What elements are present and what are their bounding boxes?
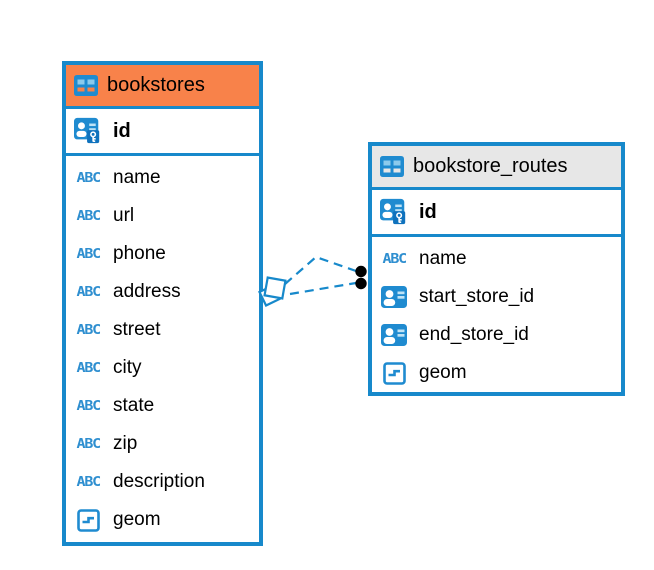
person-key-icon — [376, 198, 412, 226]
table-grid-icon — [74, 75, 98, 96]
column-list-bookstores: ABC name ABC url ABC phone ABC address A… — [66, 156, 259, 542]
entity-bookstores[interactable]: bookstores id ABC name ABC url ABC phone… — [62, 61, 263, 546]
abc-icon: ABC — [76, 474, 101, 490]
entity-header-bookstores[interactable]: bookstores — [66, 65, 259, 109]
column-name: address — [113, 281, 181, 302]
column-row-end-store-id[interactable]: end_store_id — [372, 316, 621, 354]
abc-icon: ABC — [76, 208, 101, 224]
column-row-name[interactable]: ABC name — [66, 159, 259, 197]
entity-title: bookstores — [107, 74, 205, 96]
abc-icon: ABC — [76, 284, 101, 300]
abc-icon: ABC — [76, 322, 101, 338]
pk-row-bookstores-id[interactable]: id — [66, 109, 259, 156]
abc-icon: ABC — [76, 170, 101, 186]
column-list-routes: ABC name start_store_id end_store_id ge — [372, 237, 621, 395]
column-name: description — [113, 471, 205, 492]
column-name: url — [113, 205, 135, 226]
column-row-zip[interactable]: ABC zip — [66, 425, 259, 463]
column-row-geom[interactable]: geom — [66, 501, 259, 539]
geometry-icon — [376, 361, 412, 385]
column-row-address[interactable]: ABC address — [66, 273, 259, 311]
column-row-street[interactable]: ABC street — [66, 311, 259, 349]
pk-row-routes-id[interactable]: id — [372, 190, 621, 237]
dot-end-icon — [355, 265, 367, 290]
person-card-icon — [376, 286, 412, 308]
abc-icon: ABC — [76, 398, 101, 414]
column-name: zip — [113, 433, 138, 454]
column-row-description[interactable]: ABC description — [66, 463, 259, 501]
diamond-end-icon — [258, 276, 287, 307]
table-grid-icon — [380, 156, 404, 177]
relation-line-upper[interactable] — [284, 255, 357, 285]
column-name: geom — [113, 509, 161, 530]
abc-icon: ABC — [76, 360, 101, 376]
column-row-geom[interactable]: geom — [372, 354, 621, 392]
column-name: street — [113, 319, 161, 340]
column-row-phone[interactable]: ABC phone — [66, 235, 259, 273]
column-name: end_store_id — [419, 324, 529, 345]
abc-icon: ABC — [76, 246, 101, 262]
column-row-start-store-id[interactable]: start_store_id — [372, 278, 621, 316]
column-name: city — [113, 357, 142, 378]
column-row-url[interactable]: ABC url — [66, 197, 259, 235]
entity-title: bookstore_routes — [413, 155, 568, 177]
column-row-city[interactable]: ABC city — [66, 349, 259, 387]
abc-icon: ABC — [382, 251, 407, 267]
entity-bookstore-routes[interactable]: bookstore_routes id ABC name start_store… — [368, 142, 625, 396]
relation-line-lower[interactable] — [289, 281, 357, 296]
person-key-icon — [70, 117, 106, 145]
pk-column-name: id — [113, 119, 131, 142]
column-name: state — [113, 395, 155, 416]
column-row-name[interactable]: ABC name — [372, 240, 621, 278]
column-name: name — [113, 167, 161, 188]
abc-icon: ABC — [76, 436, 101, 452]
pk-column-name: id — [419, 200, 437, 223]
entity-header-bookstore-routes[interactable]: bookstore_routes — [372, 146, 621, 190]
column-name: phone — [113, 243, 166, 264]
person-card-icon — [376, 324, 412, 346]
column-name: geom — [419, 362, 467, 383]
column-name: name — [419, 248, 467, 269]
column-row-state[interactable]: ABC state — [66, 387, 259, 425]
column-name: start_store_id — [419, 286, 535, 307]
geometry-icon — [70, 508, 106, 532]
